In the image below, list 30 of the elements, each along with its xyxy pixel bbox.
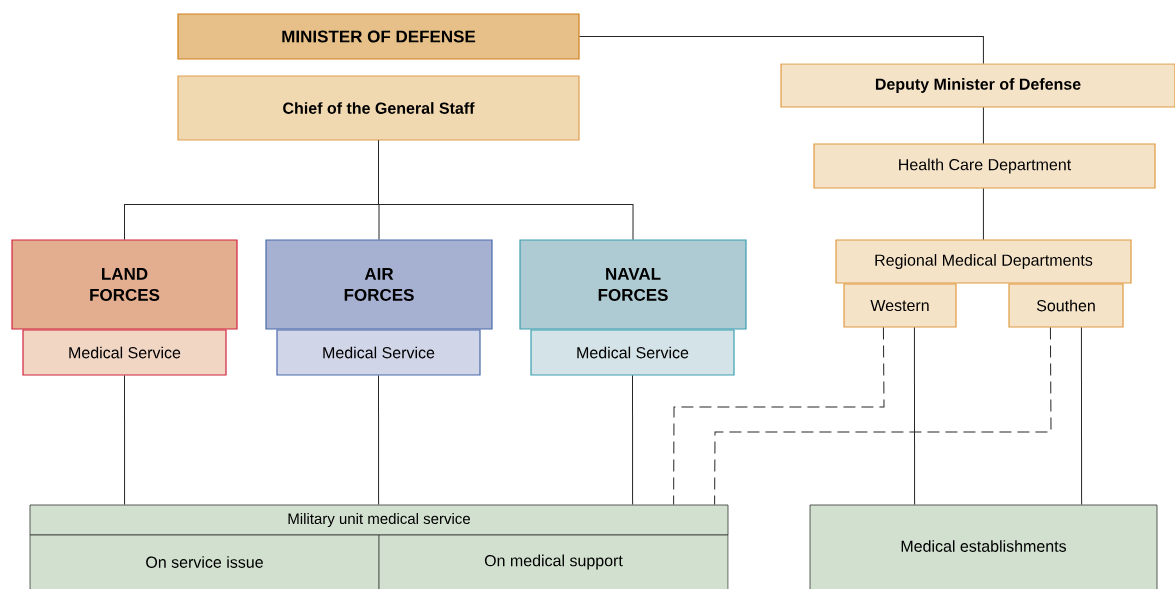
connector	[673, 327, 885, 506]
connector	[714, 327, 1052, 506]
cell-text: On service issue	[146, 556, 263, 568]
connector	[632, 375, 634, 506]
table-cell	[29, 534, 380, 589]
forces-box: NAVAL FORCES	[519, 239, 747, 330]
process-box	[809, 504, 1158, 589]
service-box: Medical Service	[22, 329, 227, 376]
cell-text: On medical support	[484, 554, 623, 570]
connector	[982, 188, 984, 240]
service-box: Medical Service	[530, 329, 735, 376]
connector	[913, 327, 916, 506]
process-box: Southen	[1008, 283, 1124, 328]
forces-box: AIR FORCES	[265, 239, 493, 330]
forces-box: LAND FORCES	[11, 239, 238, 330]
service-box: Medical Service	[276, 329, 481, 376]
connector	[579, 36, 984, 64]
process-box: Health Care Department	[813, 143, 1156, 189]
box-text: Medical establishments	[901, 540, 1067, 552]
table-cell	[378, 534, 729, 589]
title-box: MINISTER OF DEFENSE	[177, 13, 580, 60]
process-box: Chief of the General Staff	[177, 75, 580, 141]
connector	[378, 375, 380, 506]
connector	[982, 107, 984, 144]
table-header: Military unit medical service	[29, 504, 729, 536]
connector	[378, 140, 634, 240]
process-box: Western	[843, 283, 957, 328]
process-box: Deputy Minister of Defense	[780, 63, 1175, 108]
connector	[124, 375, 126, 506]
connector	[1080, 327, 1083, 506]
